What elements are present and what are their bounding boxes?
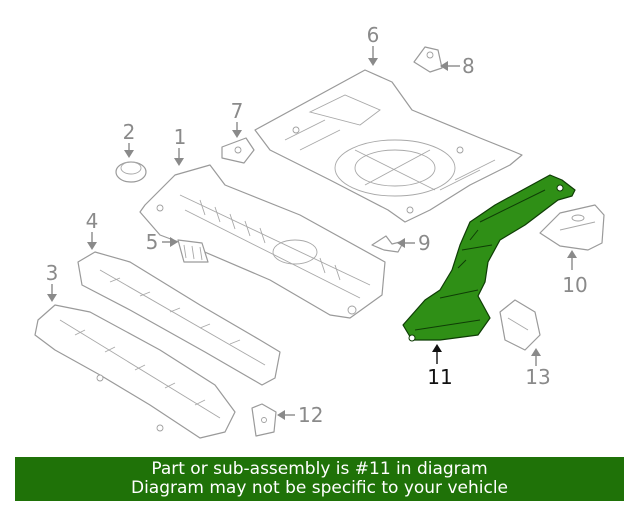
part-12-bracket <box>251 403 277 437</box>
callout-8: 8 <box>462 54 475 78</box>
part-7-bracket <box>221 137 255 164</box>
leader-lines <box>47 46 577 420</box>
part-6-rear-floor-pan <box>254 69 523 223</box>
callout-2: 2 <box>123 120 136 144</box>
part-2-cap <box>115 161 147 183</box>
banner-line-disclaimer: Diagram may not be specific to your vehi… <box>130 478 508 498</box>
callout-9: 9 <box>418 231 431 255</box>
banner-line-part: Part or sub-assembly is #11 in diagram <box>151 459 488 479</box>
callout-3: 3 <box>46 261 59 285</box>
callout-13: 13 <box>525 365 550 389</box>
parts-diagram: 6 8 7 2 1 4 5 9 3 10 11 13 12 <box>34 23 605 439</box>
callout-6: 6 <box>367 23 380 47</box>
part-13-bracket <box>499 299 541 351</box>
callout-1: 1 <box>174 125 187 149</box>
part-8-mount <box>413 46 443 73</box>
callout-11: 11 <box>427 365 452 389</box>
part-3-lower-crossmember <box>34 304 236 439</box>
part-4-crossmember <box>77 251 281 386</box>
part-5-clip <box>177 239 209 263</box>
callout-4: 4 <box>86 209 99 233</box>
callout-labels: 6 8 7 2 1 4 5 9 3 10 11 13 12 <box>46 23 588 427</box>
callout-5: 5 <box>146 230 159 254</box>
info-banner: Part or sub-assembly is #11 in diagram D… <box>15 457 624 501</box>
part-10-bracket <box>539 204 605 251</box>
part-1-rear-panel <box>139 164 386 319</box>
callout-7: 7 <box>231 99 244 123</box>
part-11-highlighted <box>402 174 576 342</box>
callout-10: 10 <box>562 273 587 297</box>
callout-12: 12 <box>298 403 323 427</box>
